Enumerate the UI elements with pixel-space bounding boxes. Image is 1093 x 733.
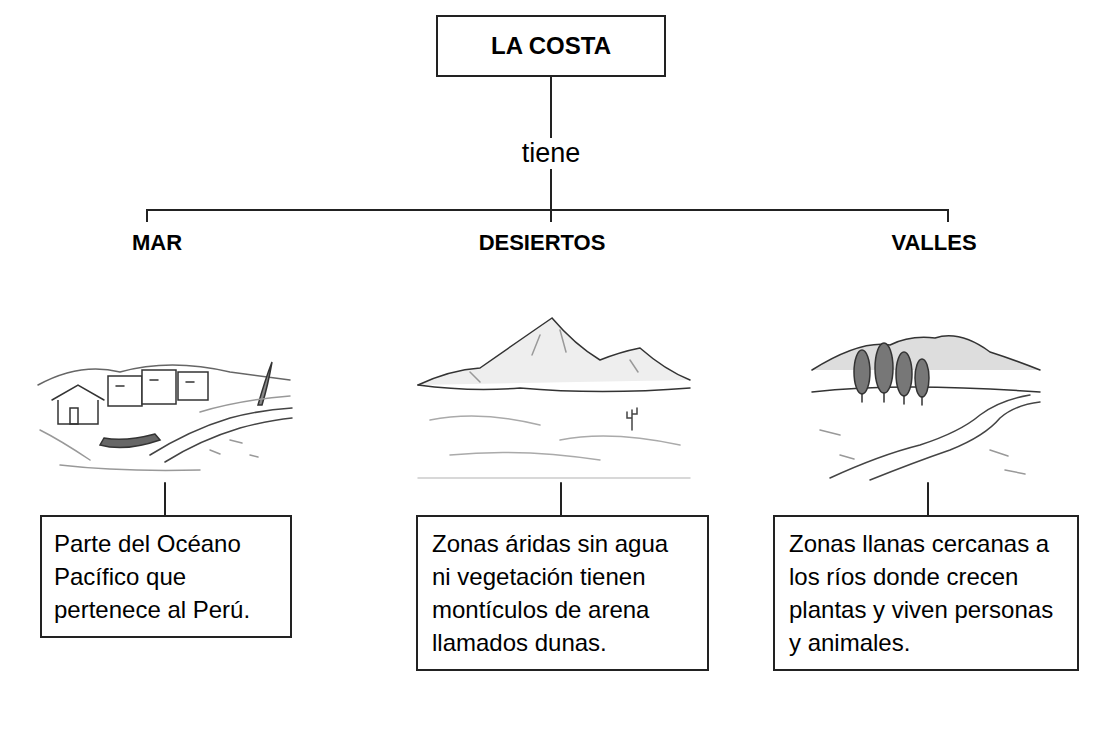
- connector-line: [551, 77, 948, 222]
- desert-illustration: [418, 318, 690, 478]
- topic-box: LA COSTA: [436, 15, 666, 77]
- leader-line: [165, 483, 928, 515]
- section-heading: DESIERTOS: [392, 230, 692, 256]
- section-heading: VALLES: [784, 230, 1084, 256]
- description-text: Parte del Océano Pacífico que pertenece …: [54, 527, 278, 626]
- section-heading: MAR: [7, 230, 307, 256]
- description-text: Zonas llanas cercanas a los ríos donde c…: [789, 527, 1063, 659]
- description-box: DESIERTOSZonas áridas sin agua ni vegeta…: [416, 515, 709, 671]
- description-box: VALLESZonas llanas cercanas a los ríos d…: [773, 515, 1079, 671]
- sea-illustration: [38, 362, 292, 470]
- connector-line: [147, 77, 551, 222]
- connector-label: tiene: [518, 138, 585, 169]
- topic-title: LA COSTA: [448, 31, 654, 61]
- description-box: MARParte del Océano Pacífico que pertene…: [40, 515, 292, 638]
- valley-illustration: [812, 336, 1040, 480]
- description-text: Zonas áridas sin agua ni vegetación tien…: [432, 527, 693, 659]
